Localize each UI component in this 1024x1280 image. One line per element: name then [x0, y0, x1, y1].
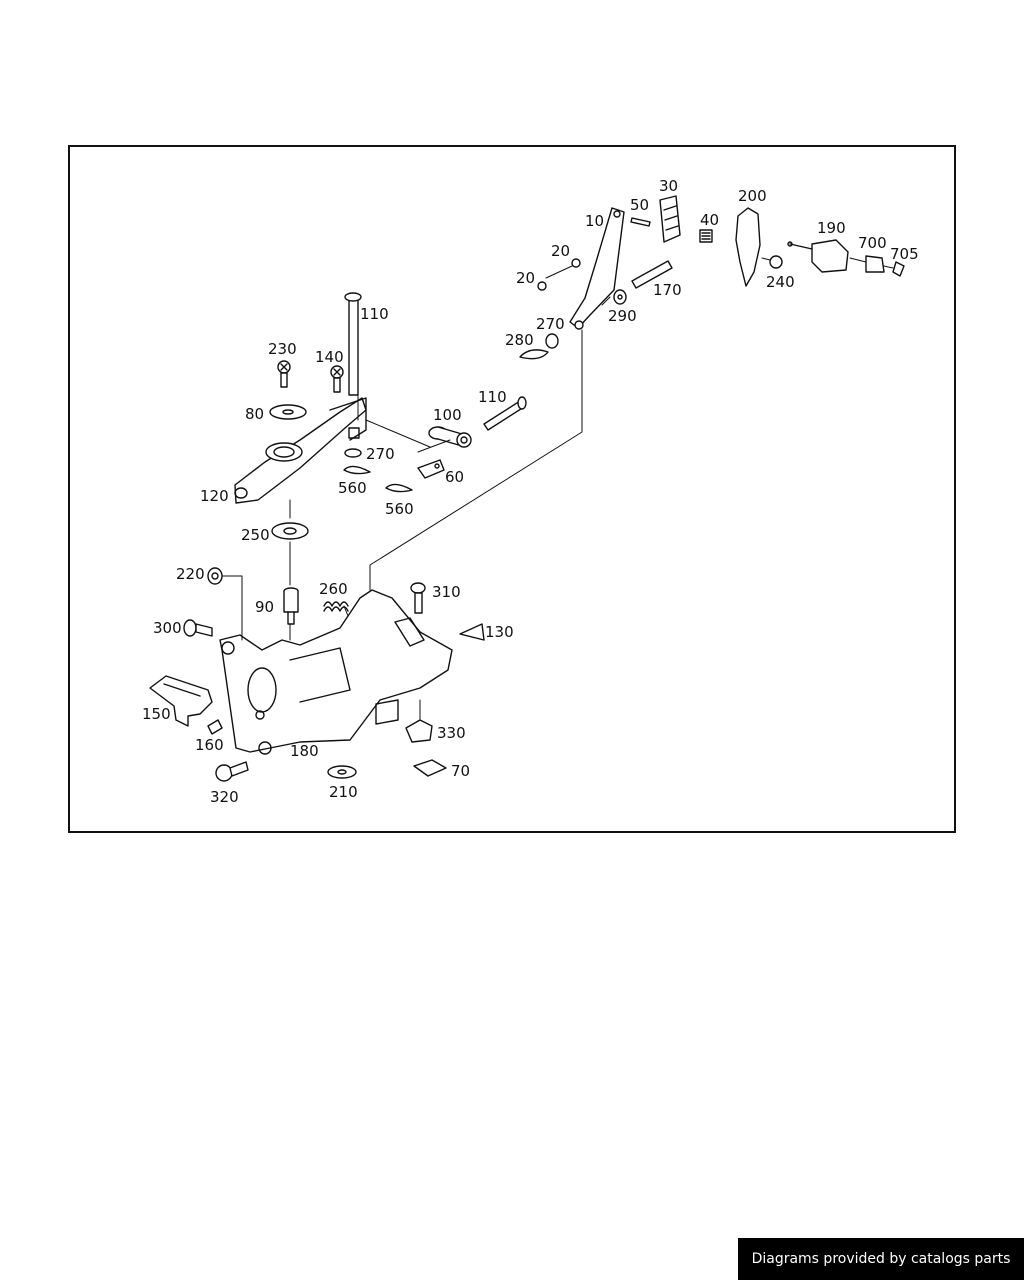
label-140: 140: [315, 348, 344, 366]
label-290: 290: [608, 307, 637, 325]
clip-280: [519, 349, 549, 360]
label-210: 210: [329, 783, 358, 801]
label-190: 190: [817, 219, 846, 237]
label-20-upper: 20: [551, 242, 570, 260]
bushing-20b: [537, 281, 547, 291]
label-705: 705: [890, 245, 919, 263]
plug-705: [892, 261, 905, 277]
label-90: 90: [255, 598, 274, 616]
cover-200: [735, 207, 761, 287]
label-40: 40: [700, 211, 719, 229]
pedal-pad-30: [659, 195, 681, 243]
washer-80: [269, 404, 307, 420]
bolt-300: [183, 619, 213, 637]
leader-lines: [221, 257, 894, 721]
bushing-20a: [571, 258, 581, 268]
washer-290: [613, 289, 627, 305]
label-270-right: 270: [536, 315, 565, 333]
label-260: 260: [319, 580, 348, 598]
label-170: 170: [653, 281, 682, 299]
clip-330: [405, 719, 433, 743]
label-560-left: 560: [338, 479, 367, 497]
shield-150: [149, 675, 213, 727]
plate-70: [413, 759, 447, 777]
diagram-frame: [68, 145, 956, 833]
label-310: 310: [432, 583, 461, 601]
pedal-arm-10: [569, 207, 625, 330]
label-100: 100: [433, 406, 462, 424]
shaft-170: [631, 260, 673, 289]
label-60: 60: [445, 468, 464, 486]
label-150: 150: [142, 705, 171, 723]
label-320: 320: [210, 788, 239, 806]
screw-140: [330, 365, 344, 393]
bolt-320: [215, 761, 249, 782]
pin-50: [630, 217, 651, 227]
label-280: 280: [505, 331, 534, 349]
label-180: 180: [290, 742, 319, 760]
connector-700: [865, 255, 885, 273]
label-220: 220: [176, 565, 205, 583]
label-80: 80: [245, 405, 264, 423]
label-50: 50: [630, 196, 649, 214]
label-30: 30: [659, 177, 678, 195]
label-130: 130: [485, 623, 514, 641]
label-110-middle: 110: [478, 388, 507, 406]
washer-210: [327, 765, 357, 779]
attribution-text: Diagrams provided by catalogs parts: [751, 1251, 1011, 1267]
label-700: 700: [858, 234, 887, 252]
attribution-badge: Diagrams provided by catalogs parts: [738, 1238, 1024, 1280]
pad-160: [207, 719, 223, 735]
label-200: 200: [738, 187, 767, 205]
switch-190: [787, 239, 849, 273]
label-160: 160: [195, 736, 224, 754]
label-120: 120: [200, 487, 229, 505]
nut-240: [769, 255, 783, 269]
bolt-310: [410, 582, 426, 614]
label-560-right: 560: [385, 500, 414, 518]
lever-arm-120: [234, 397, 367, 504]
reference-labels: 10 20 20 30 40 50 60 70 80 90 100 110 11…: [142, 177, 919, 806]
washer-250: [271, 522, 309, 540]
stud-90: [283, 587, 299, 625]
stop-40: [699, 229, 713, 243]
label-240: 240: [766, 273, 795, 291]
pin-110-top: [344, 292, 362, 396]
washer-270-left: [344, 448, 362, 458]
label-10: 10: [585, 212, 604, 230]
label-270-left: 270: [366, 445, 395, 463]
screw-230: [277, 360, 291, 388]
clip-560-left: [343, 465, 371, 475]
plate-60: [417, 459, 445, 479]
clip-560-right: [385, 483, 413, 493]
bracket-180: [219, 589, 453, 755]
label-70: 70: [451, 762, 470, 780]
label-330: 330: [437, 724, 466, 742]
washer-270-right: [545, 333, 559, 349]
stop-130: [459, 623, 485, 641]
label-20-lower: 20: [516, 269, 535, 287]
nut-220: [207, 567, 223, 585]
rod-end-100: [428, 426, 472, 448]
label-300: 300: [153, 619, 182, 637]
label-250: 250: [241, 526, 270, 544]
pin-110-middle: [483, 396, 527, 431]
label-230: 230: [268, 340, 297, 358]
label-110-upper: 110: [360, 305, 389, 323]
